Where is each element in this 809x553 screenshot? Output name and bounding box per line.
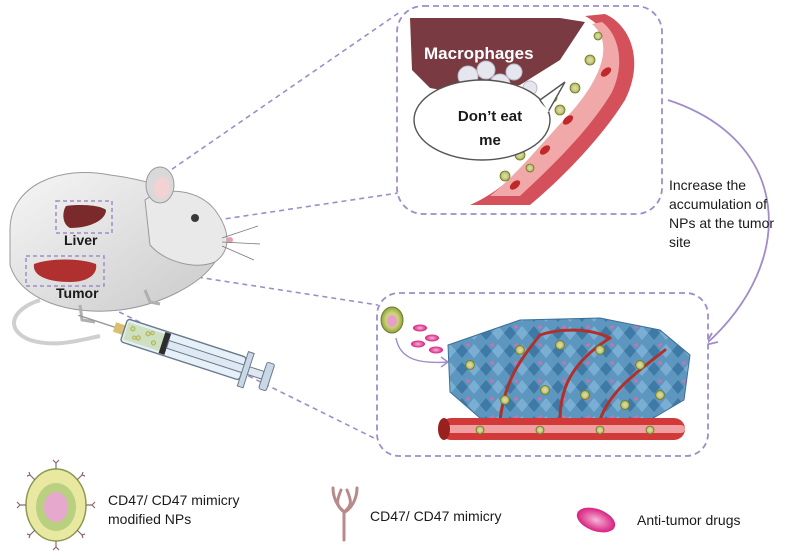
blood-vessel-outer <box>470 14 635 205</box>
tumor-tissue <box>447 317 691 426</box>
tumor-zoom-panel <box>376 292 709 457</box>
released-drugs <box>411 324 443 354</box>
accumulation-label: Increase the accumulation of NPs at the … <box>669 177 775 250</box>
legend-cd47-icon <box>336 488 352 542</box>
accumulation-arrow <box>667 99 770 346</box>
np-release-illustration <box>380 306 449 368</box>
syringe-flange <box>236 351 255 389</box>
syringe-hub <box>112 322 126 335</box>
liver-organ <box>63 205 106 228</box>
mouse-illustration <box>9 166 261 346</box>
liver-highlight-box <box>55 200 113 234</box>
macrophages-label: Macrophages <box>424 44 534 63</box>
mouse-whiskers <box>221 225 261 261</box>
tumor-nanoparticles <box>465 340 665 435</box>
legend-drug-label: Anti-tumor drugs <box>637 512 741 528</box>
dont-eat-me-label: Don’t eat me <box>457 108 523 149</box>
liver-zoom-panel <box>396 5 663 215</box>
tumor-highlight-box <box>25 255 105 287</box>
legend-drug-icon <box>576 507 616 533</box>
liver-label: Liver <box>64 232 98 248</box>
speech-bubble <box>413 79 551 161</box>
blood-vessel-lumen <box>490 22 620 196</box>
syringe-thumb-rest <box>258 361 275 392</box>
syringe-needle <box>78 314 117 329</box>
mouse-foot-back <box>78 304 96 324</box>
liver-tissue <box>410 18 585 95</box>
mouse-head <box>144 190 228 266</box>
mouse-eye <box>191 214 199 222</box>
release-arrow <box>395 337 449 364</box>
syringe-plunger-seal <box>158 332 172 355</box>
tumor-organ <box>33 259 97 282</box>
legend <box>16 459 616 551</box>
legend-cd47-label: CD47/ CD47 mimicry <box>370 508 502 524</box>
red-blood-cells <box>509 67 612 190</box>
tumor-label: Tumor <box>56 285 99 301</box>
mouse-foot-front <box>143 289 161 306</box>
mouse-tail <box>12 298 101 346</box>
mouse-nose <box>227 237 233 243</box>
legend-np-label: CD47/ CD47 mimicry modified NPs <box>108 492 240 527</box>
legend-np-icon <box>16 459 96 551</box>
syringe <box>78 314 275 392</box>
main-vessel-lumen <box>440 425 685 433</box>
